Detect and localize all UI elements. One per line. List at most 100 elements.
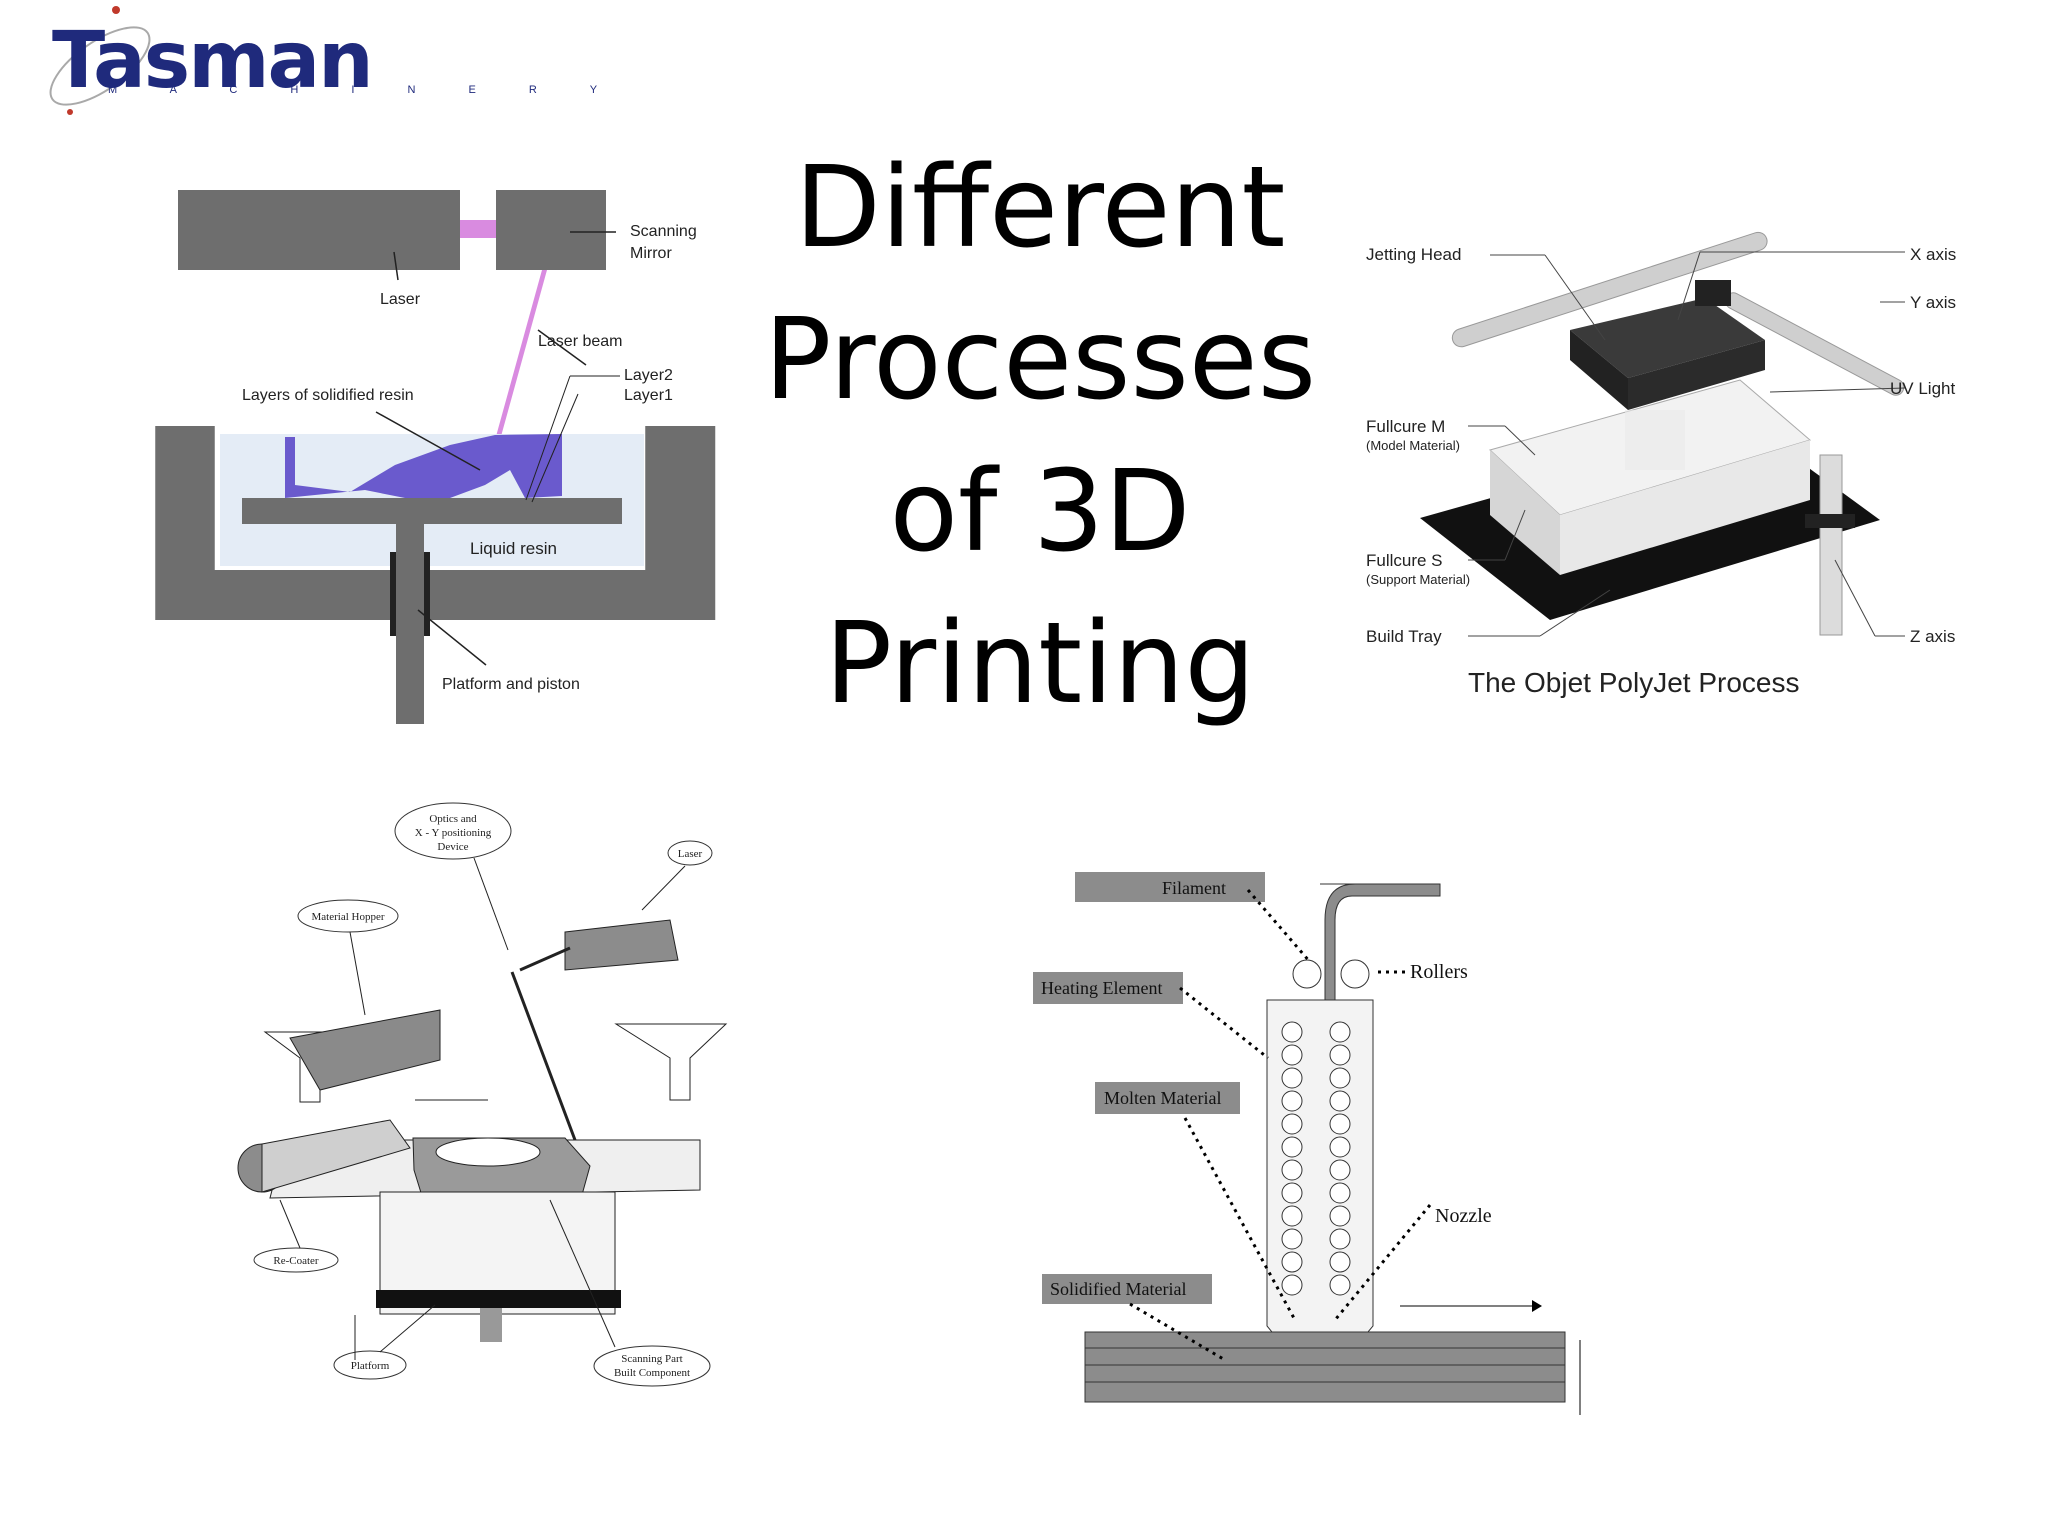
label-build-tray: Build Tray [1366,627,1442,646]
logo-subtitle: M A C H I N E R Y [108,84,623,96]
x-rail [1451,231,1768,348]
leader-layer2-b [525,375,571,501]
tasman-logo [30,0,390,130]
leader-laser [393,251,399,281]
leader-fullcure-s-b [1504,509,1526,561]
piston [396,524,424,724]
solidified-part [285,434,562,498]
molten-bubbles [1281,1021,1351,1296]
box-solidified [1042,1274,1212,1304]
logo-wordmark: Tasman [52,16,374,106]
label-z-axis: Z axis [1910,627,1955,646]
label-x-axis: X axis [1910,245,1956,264]
label-optics-3: Device [437,841,468,853]
optics-arm [519,946,571,972]
title-line-3: of 3D [889,447,1191,577]
leader-heating [1179,986,1269,1060]
callout-scanning [593,1345,711,1387]
title-line-2: Processes [763,295,1317,425]
jetting-head-side [1570,330,1628,410]
label-fullcure-m: Fullcure M [1366,417,1445,436]
resin-vat [155,426,716,620]
scan-beam [510,971,577,1141]
leader-layers [375,411,481,471]
sls-diagram: Optics and X - Y positioning Device Lase… [237,802,728,1387]
label-model-material: (Model Material) [1366,438,1460,453]
label-scanning-part: Scanning Part [621,1353,682,1365]
build-chamber-rim [435,1137,541,1167]
laser-box [178,190,460,270]
leader-nozzle [1333,1204,1432,1321]
label-jetting-head: Jetting Head [1366,245,1461,264]
label-rollers: Rollers [1410,961,1468,983]
box-filament [1075,872,1265,902]
piston-seal-left [390,552,396,636]
leader-recoater [279,1199,301,1249]
label-built-component: Built Component [614,1367,690,1379]
leader-build-tray-b [1539,589,1611,637]
label-laser: Laser [380,291,421,308]
jetting-head-front [1628,340,1765,410]
fdm-diagram: Filament Rollers Heating Element Molten … [1033,872,1581,1415]
polyjet-diagram: Jetting Head X axis Y axis UV Light Full… [1366,231,1956,698]
solidified-layers [1084,1331,1566,1403]
leader-fullcure-m-b [1504,425,1536,456]
label-filament: Filament [1162,878,1226,898]
label-fullcure-s: Fullcure S [1366,551,1443,570]
build-platform-plate [376,1290,621,1308]
label-support-material: (Support Material) [1366,572,1470,587]
carriage-block [1695,280,1731,306]
leader-platform [417,609,487,666]
label-material-hopper: Material Hopper [312,911,385,923]
label-optics-2: X - Y positioning [415,827,492,839]
leader-jetting-head-b [1544,254,1606,341]
hopper-roof [289,1009,441,1091]
z-post-collar [1805,514,1855,528]
title-line-4: Printing [824,599,1256,729]
label-re-coater: Re-Coater [273,1255,319,1267]
sla-diagram: Laser Scanning Mirror Laser beam Layers … [155,190,716,724]
leader-scanning [549,1199,616,1348]
leader-uv [1769,387,1906,393]
hopper-right [614,1023,728,1101]
laser-unit [564,919,679,971]
title-line-1: Different [794,143,1286,273]
label-laser-beam: Laser beam [538,333,623,350]
jetting-head-top [1570,298,1765,378]
box-molten [1095,1082,1240,1114]
label-solidified-material: Solidified Material [1050,1279,1186,1299]
roller-right [1340,959,1370,989]
uv-light-beams [1625,410,1685,470]
leader-platform-sls [379,1304,436,1353]
label-layer2: Layer2 [624,367,673,384]
leader-laser-sls [641,865,686,911]
leader-layer1 [531,393,579,503]
label-laser-sls: Laser [678,848,703,860]
callout-optics [394,802,512,860]
callout-platform [333,1350,407,1380]
label-mirror: Mirror [630,245,672,262]
label-scanning: Scanning [630,223,697,240]
piston-seal-right [424,552,430,636]
z-post [1819,454,1843,636]
box-heating [1033,972,1183,1004]
label-platform-sls: Platform [351,1360,390,1372]
roller-left [1292,959,1322,989]
leader-optics [473,857,509,951]
callout-laser [667,840,713,866]
leader-solidified [1129,1302,1226,1362]
slide-title: Different Processes of 3D Printing [740,132,1340,740]
label-layer1: Layer1 [624,387,673,404]
label-molten-material: Molten Material [1104,1088,1221,1108]
leader-x-axis-b [1677,251,1701,321]
platform-shaft [480,1308,502,1342]
label-liquid-resin: Liquid resin [470,539,557,558]
label-optics-1: Optics and [429,813,477,825]
label-y-axis: Y axis [1910,293,1956,312]
callout-recoater [253,1247,339,1273]
model-block-left [1490,450,1560,575]
label-uv-light: UV Light [1890,379,1955,398]
label-platform-piston: Platform and piston [442,676,580,693]
leader-hopper [349,931,366,1016]
laser-beam [495,270,547,440]
